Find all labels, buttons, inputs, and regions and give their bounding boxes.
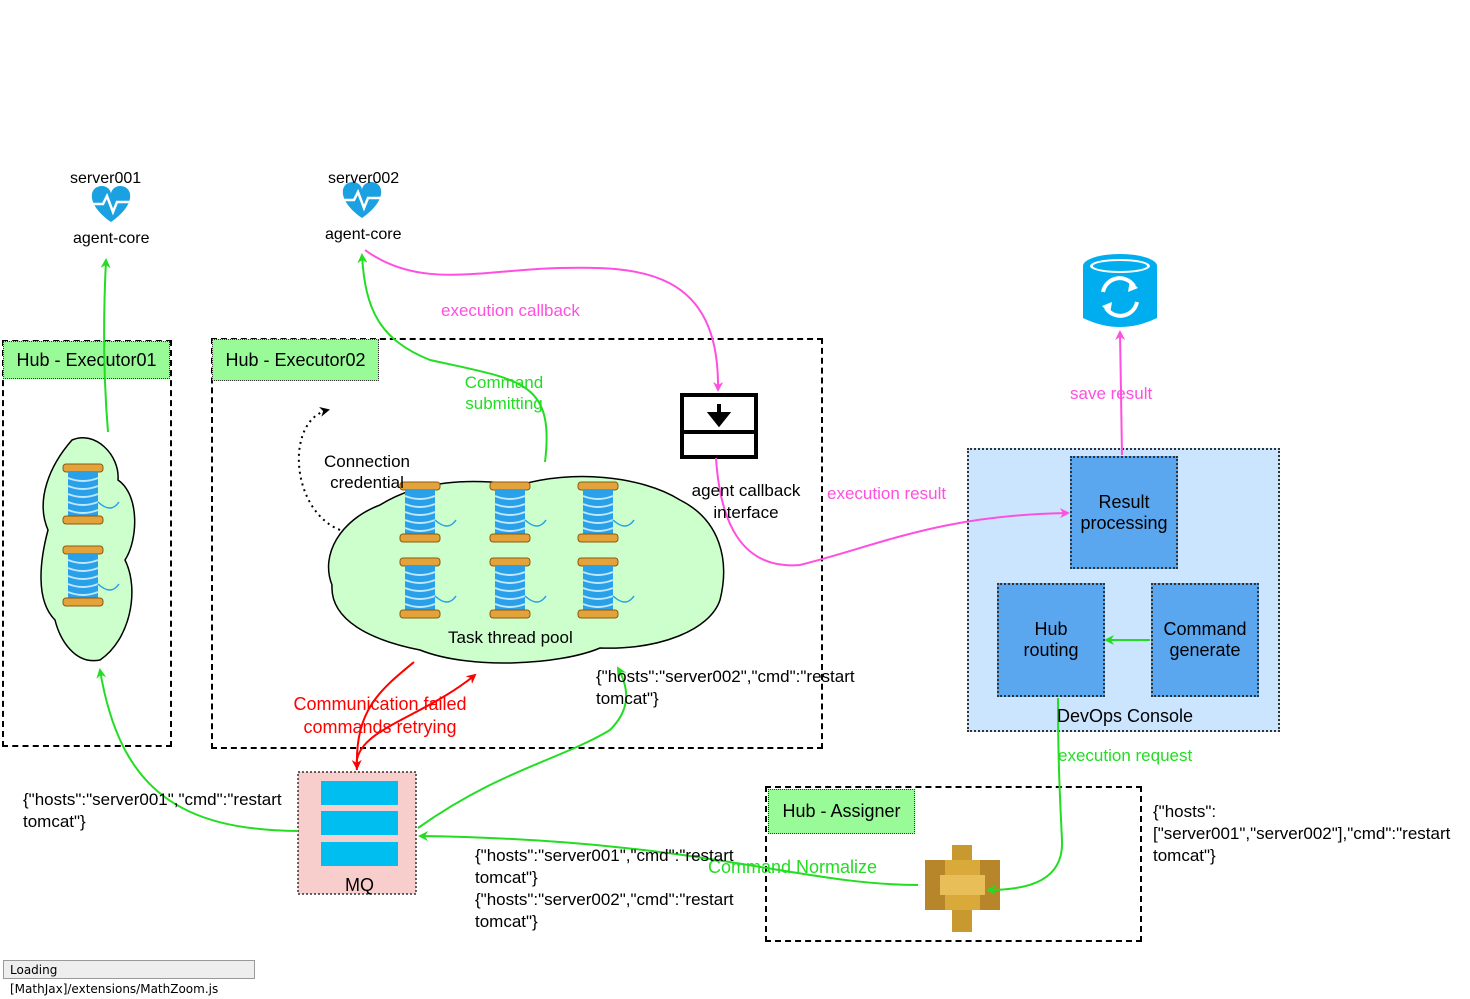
result-processing-label: processing	[1080, 512, 1168, 533]
server001-label: server001	[70, 170, 142, 187]
agent-core-label: agent-core	[325, 226, 402, 243]
command-submitting-line: Command	[464, 373, 544, 392]
payload-line: tomcat"}	[23, 812, 86, 831]
execution-request-label: execution request	[1058, 746, 1193, 765]
command-normalize-label: Command Normalize	[708, 857, 878, 877]
result-processing-label: Result	[1098, 491, 1150, 512]
server002-payload: {"hosts":"server002","cmd":"restart tomc…	[596, 666, 855, 710]
communication-failed-line: commands retrying	[303, 717, 457, 737]
payload-line: {"hosts":"server001","cmd":"restart	[475, 846, 734, 865]
payload-line: {"hosts":"server001","cmd":"restart	[23, 790, 282, 809]
status-bar: Loading [MathJax]/extensions/MathZoom.js	[3, 960, 255, 996]
payload-line: tomcat"}	[475, 912, 538, 931]
connection-credential-line: Connection	[323, 452, 410, 471]
server001-payload: {"hosts":"server001","cmd":"restart tomc…	[23, 789, 282, 833]
executor01-title: Hub - Executor01	[3, 341, 170, 379]
result-processing-box: Result processing	[1070, 456, 1178, 569]
database-sync-icon	[1083, 254, 1157, 327]
hub-routing-label: routing	[1023, 640, 1079, 660]
heart-pulse-icon	[342, 182, 382, 218]
hub-routing-box: Hub routing	[997, 583, 1105, 697]
command-submitting-line: submitting	[465, 394, 543, 413]
agent-callback-line: agent callback	[691, 481, 801, 500]
agent-callback-label: agent callback interface	[680, 480, 812, 524]
payload-line: {"hosts":	[1153, 802, 1217, 821]
payload-line: tomcat"}	[596, 689, 659, 708]
command-submitting-label: Command submitting	[452, 372, 556, 414]
server002-label: server002	[328, 170, 400, 187]
payload-line: tomcat"}	[1153, 846, 1216, 865]
download-tray-icon	[680, 393, 758, 459]
assigner-title: Hub - Assigner	[768, 789, 915, 834]
execution-callback-label: execution callback	[441, 301, 580, 320]
payload-line: ["server001","server002"],"cmd":"restart	[1153, 824, 1451, 843]
api-gateway-icon	[925, 845, 1000, 932]
command-generate-label: Command	[1163, 619, 1247, 639]
command-generate-box: Command generate	[1151, 583, 1259, 697]
agent-callback-line: interface	[713, 503, 779, 522]
message-queue-icon	[321, 842, 398, 866]
message-queue-icon	[321, 811, 398, 835]
save-result-label: save result	[1070, 384, 1153, 403]
command-generate-label: generate	[1169, 640, 1241, 660]
heart-pulse-icon	[91, 186, 131, 222]
communication-failed-line: Communication failed	[293, 694, 467, 714]
execution-result-label: execution result	[827, 484, 947, 503]
payload-line: tomcat"}	[475, 868, 538, 887]
executor02-container	[211, 338, 823, 749]
mq-label: MQ	[345, 875, 374, 895]
hub-routing-label: Hub	[1034, 619, 1068, 639]
payload-line: {"hosts":"server002","cmd":"restart	[596, 667, 855, 686]
request-payload: {"hosts": ["server001","server002"],"cmd…	[1153, 801, 1450, 867]
connection-credential-label: Connection credential	[318, 451, 416, 493]
task-pool-label: Task thread pool	[448, 628, 573, 647]
executor02-title: Hub - Executor02	[212, 339, 379, 381]
agent-core-label: agent-core	[73, 230, 150, 247]
message-queue-icon	[321, 781, 398, 805]
normalized-payloads: {"hosts":"server001","cmd":"restart tomc…	[475, 845, 734, 933]
connection-credential-line: credential	[330, 473, 404, 492]
payload-line: {"hosts":"server002","cmd":"restart	[475, 890, 734, 909]
devops-console-title: DevOps Console	[1057, 706, 1194, 726]
assigner-container	[765, 786, 1142, 942]
communication-failed-label: Communication failed commands retrying	[280, 693, 480, 739]
